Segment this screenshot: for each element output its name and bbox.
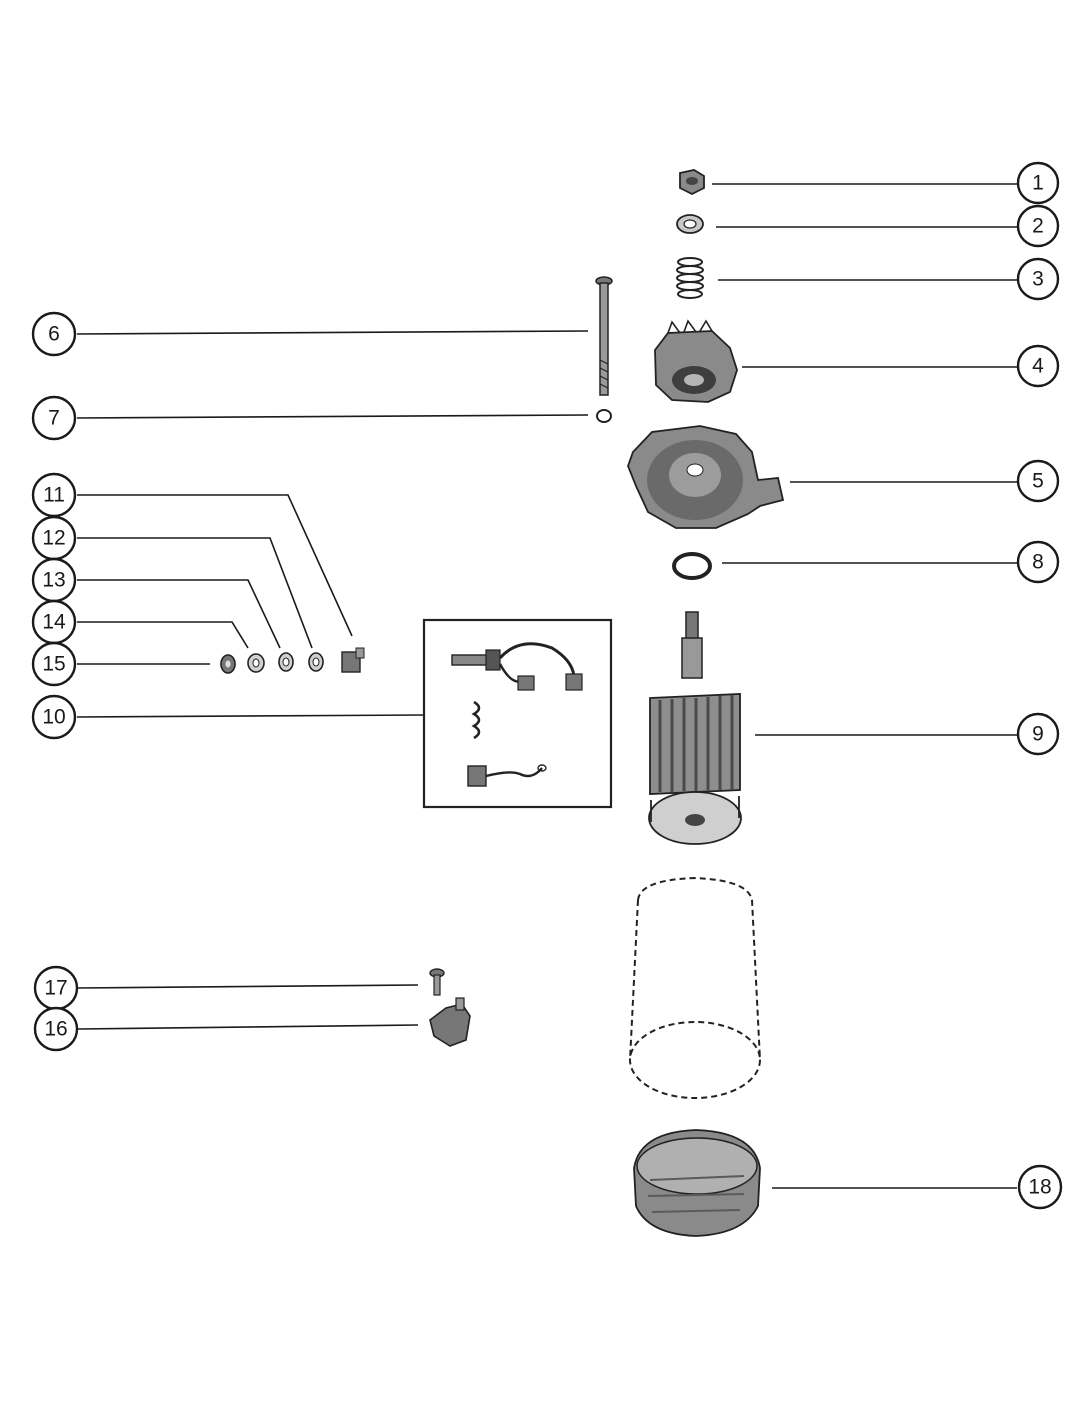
callout-18: 18 [1017,1164,1063,1210]
callout-15: 15 [31,641,77,687]
part-9-armature [648,611,742,845]
leader-13 [77,579,281,649]
callout-5-label: 5 [1032,470,1044,493]
callout-1: 1 [1016,161,1060,205]
part-17-screw [429,968,445,996]
callout-14-label: 14 [42,611,66,634]
part-2-washer [676,214,704,234]
part-11-terminal [341,647,365,673]
callout-3-label: 3 [1032,268,1044,291]
callout-16-label: 16 [44,1018,67,1041]
callout-11-label: 11 [43,484,65,507]
callout-4: 4 [1016,344,1060,388]
part-3-spring [676,257,704,299]
callout-13: 13 [31,557,77,603]
part-18-end-cap [633,1129,761,1237]
callout-4-label: 4 [1032,355,1044,378]
leader-lines [76,183,1017,1189]
callout-14: 14 [31,599,77,645]
callout-3: 3 [1016,257,1060,301]
callout-1-label: 1 [1032,172,1044,195]
callout-10-label: 10 [42,706,65,729]
callout-7-label: 7 [48,407,60,430]
callout-16: 16 [33,1006,79,1052]
leader-12 [77,537,313,649]
callout-6: 6 [31,311,77,357]
part-10-brush-kit [422,618,613,809]
part-16-bracket [429,997,471,1047]
callout-9-label: 9 [1032,723,1044,746]
callout-15-label: 15 [42,653,65,676]
leader-6 [76,330,589,335]
callout-6-label: 6 [48,323,60,346]
callout-17-label: 17 [44,977,67,1000]
part-5-end-frame [627,425,785,529]
leader-14 [77,621,249,649]
leader-17 [77,984,419,989]
callout-8-label: 8 [1032,551,1044,574]
part-14-washer [247,653,265,673]
leader-11 [77,494,353,637]
callout-11: 11 [31,472,77,518]
leader-7 [76,414,589,419]
callouts: 1 2 3 4 5 8 9 18 [31,161,1063,1210]
callout-12-label: 12 [42,527,65,550]
part-15-nut [220,654,236,674]
part-6-through-bolt [595,276,613,396]
callout-18-label: 18 [1028,1176,1051,1199]
callout-9: 9 [1016,712,1060,756]
leader-16 [77,1024,419,1030]
part-1-nut [679,169,705,196]
leader-10 [76,714,425,718]
part-4-pinion [654,319,738,403]
callout-2: 2 [1016,204,1060,248]
callout-13-label: 13 [42,569,65,592]
part-13-washer [278,652,294,672]
field-frame-outline [629,876,761,1099]
part-12-washer [308,652,324,672]
callout-17: 17 [33,965,79,1011]
callout-2-label: 2 [1032,215,1044,238]
callout-8: 8 [1016,540,1060,584]
part-8-ring [672,552,712,580]
part-7-lock-washer [596,409,612,423]
callout-5: 5 [1016,459,1060,503]
callout-7: 7 [31,395,77,441]
callout-10: 10 [31,694,77,740]
callout-12: 12 [31,515,77,561]
